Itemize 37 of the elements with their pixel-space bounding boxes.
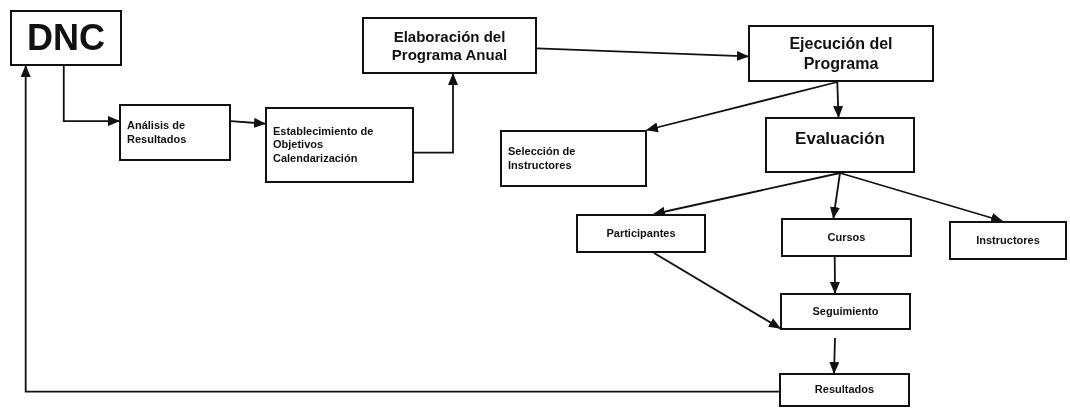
process-box bbox=[500, 130, 647, 187]
arrow bbox=[830, 172, 841, 219]
process-box bbox=[576, 214, 706, 253]
box-label: Selección de Instructores bbox=[508, 145, 577, 172]
box-label: Establecimiento de Objetivos Calendarización bbox=[273, 125, 375, 165]
process-box bbox=[949, 221, 1067, 260]
arrow bbox=[62, 65, 120, 127]
process-box bbox=[265, 107, 414, 183]
box-label: DNC bbox=[27, 16, 105, 60]
arrow bbox=[829, 337, 840, 374]
arrow bbox=[536, 47, 749, 61]
arrow bbox=[653, 172, 841, 217]
process-box bbox=[119, 104, 231, 161]
box-label: Instructores bbox=[976, 233, 1040, 248]
arrow bbox=[653, 252, 781, 330]
arrow bbox=[230, 117, 266, 128]
box-label: Evaluación bbox=[795, 129, 885, 150]
process-box bbox=[10, 10, 122, 66]
arrow bbox=[20, 65, 780, 393]
box-label: Análisis de Resultados bbox=[127, 119, 188, 146]
box-label: Participantes bbox=[606, 226, 676, 241]
process-box bbox=[779, 373, 910, 407]
process-box bbox=[362, 17, 537, 74]
arrow bbox=[833, 81, 844, 118]
process-box bbox=[781, 218, 912, 257]
box-label: Seguimiento bbox=[812, 304, 879, 319]
process-box bbox=[748, 25, 934, 82]
arrow bbox=[839, 172, 1004, 223]
arrow bbox=[829, 256, 840, 294]
box-label: Resultados bbox=[814, 383, 875, 397]
box-label: Elaboración del Programa Anual bbox=[390, 27, 509, 64]
box-label: Ejecución del Programa bbox=[788, 34, 894, 73]
process-box bbox=[765, 117, 915, 173]
arrow bbox=[646, 81, 839, 133]
process-box bbox=[780, 293, 911, 330]
arrow bbox=[413, 73, 458, 154]
box-label: Cursos bbox=[827, 230, 866, 245]
